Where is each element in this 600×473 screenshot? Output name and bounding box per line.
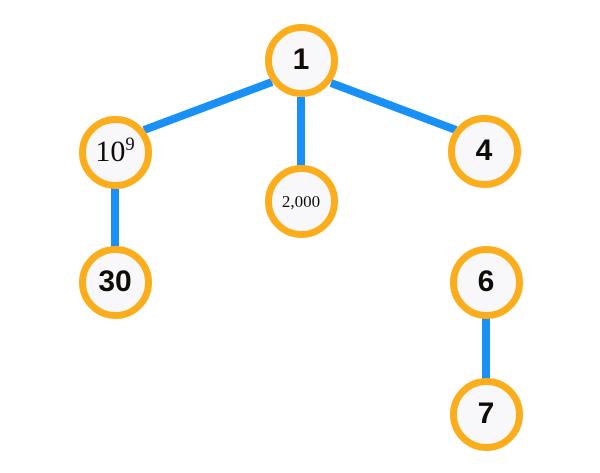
node-label: 2,000 bbox=[281, 191, 321, 211]
node-label: 30 bbox=[98, 265, 132, 298]
graph-node-thirty[interactable]: 30 bbox=[78, 245, 152, 319]
graph-node-four[interactable]: 4 bbox=[447, 114, 521, 188]
graph-edge bbox=[329, 79, 458, 134]
graph-node-six[interactable]: 6 bbox=[449, 245, 523, 319]
node-label: 1 bbox=[292, 43, 310, 76]
node-label-exponent: 9 bbox=[125, 134, 135, 155]
node-label: 6 bbox=[477, 265, 495, 298]
graph-node-billion[interactable]: 109 bbox=[78, 115, 152, 189]
graph-edge bbox=[142, 78, 274, 134]
node-label: 7 bbox=[477, 397, 495, 430]
node-label: 4 bbox=[475, 134, 493, 167]
node-label: 109 bbox=[95, 134, 135, 168]
graph-node-two-thousand[interactable]: 2,000 bbox=[264, 164, 338, 238]
graph-node-seven[interactable]: 7 bbox=[449, 377, 523, 451]
node-label-base: 10 bbox=[95, 135, 126, 168]
graph-node-root[interactable]: 1 bbox=[264, 23, 338, 97]
